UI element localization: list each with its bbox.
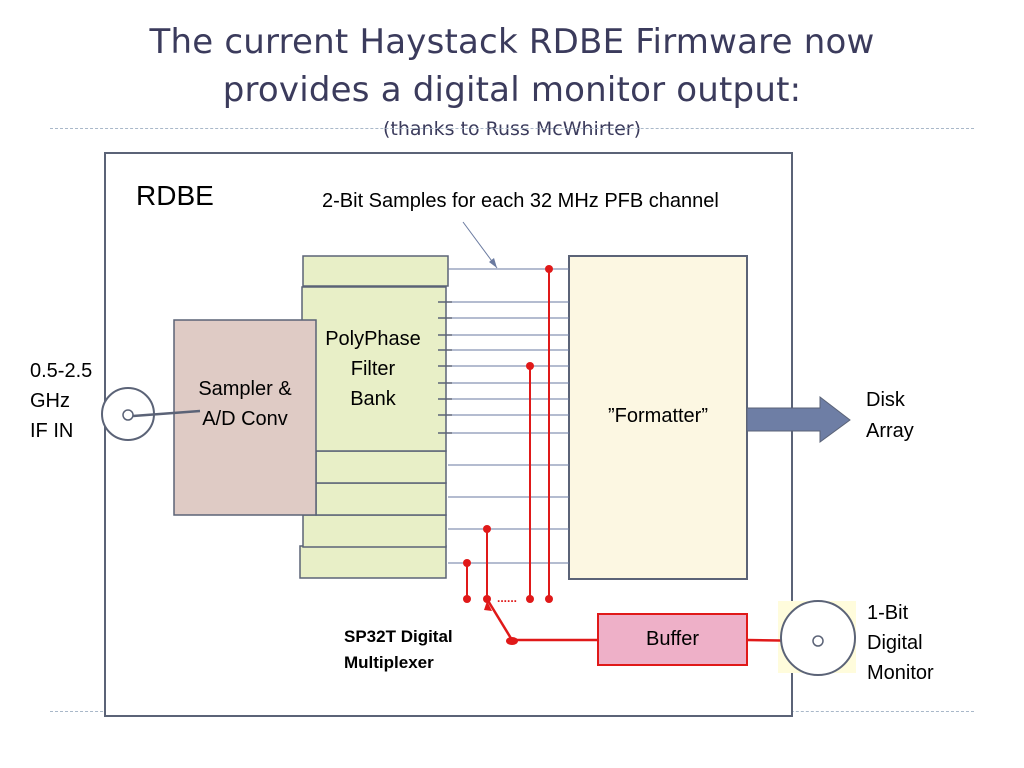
annotation-arrowhead [489,258,497,268]
if-input-pin [122,409,134,421]
pfb-channel-stack [299,255,449,579]
mux-arm-tip [484,601,492,611]
title-line-1: The current Haystack RDBE Firmware now [149,22,875,62]
formatter-label: ”Formatter” [608,405,708,427]
disk-output-arrow [746,395,851,443]
mux-label: SP32T Digital Multiplexer [344,627,453,672]
slide-title: The current Haystack RDBE Firmware now p… [0,18,1024,114]
pfb-main-block [301,286,447,452]
mux-taps [466,269,550,599]
mux-switch [485,598,598,642]
pfb-channel [315,450,447,484]
top-divider [50,128,974,129]
formatter-block [568,255,748,580]
buffer-label: Buffer [646,628,699,650]
title-line-2: provides a digital monitor output: [222,70,802,110]
pfb-channel [315,482,447,516]
mux-pivot [506,637,518,645]
monitor-pin [812,635,824,647]
samples-annotation: 2-Bit Samples for each 32 MHz PFB channe… [322,190,719,212]
pfb-label: PolyPhase Filter Bank [325,328,421,410]
mux-ellipsis: ...... [497,591,517,605]
slide-subtitle: (thanks to Russ McWhirter) [383,118,641,140]
pfb-channel [302,514,447,548]
sampler-label: Sampler & A/D Conv [198,378,292,430]
rdbe-label: RDBE [136,180,214,211]
if-input-label: 0.5-2.5 GHz IF IN [30,360,93,442]
if-input-wire [132,409,201,418]
monitor-label: 1-Bit Digital Monitor [867,602,934,684]
pfb-channel-bottom [299,545,447,579]
mux-tap-dots [463,265,553,603]
buffer-block [597,613,748,666]
sampler-block [173,319,317,516]
pfb-channel-top [302,255,449,287]
pfb-ticks [438,301,452,434]
disk-array-label: Disk Array [866,389,914,442]
